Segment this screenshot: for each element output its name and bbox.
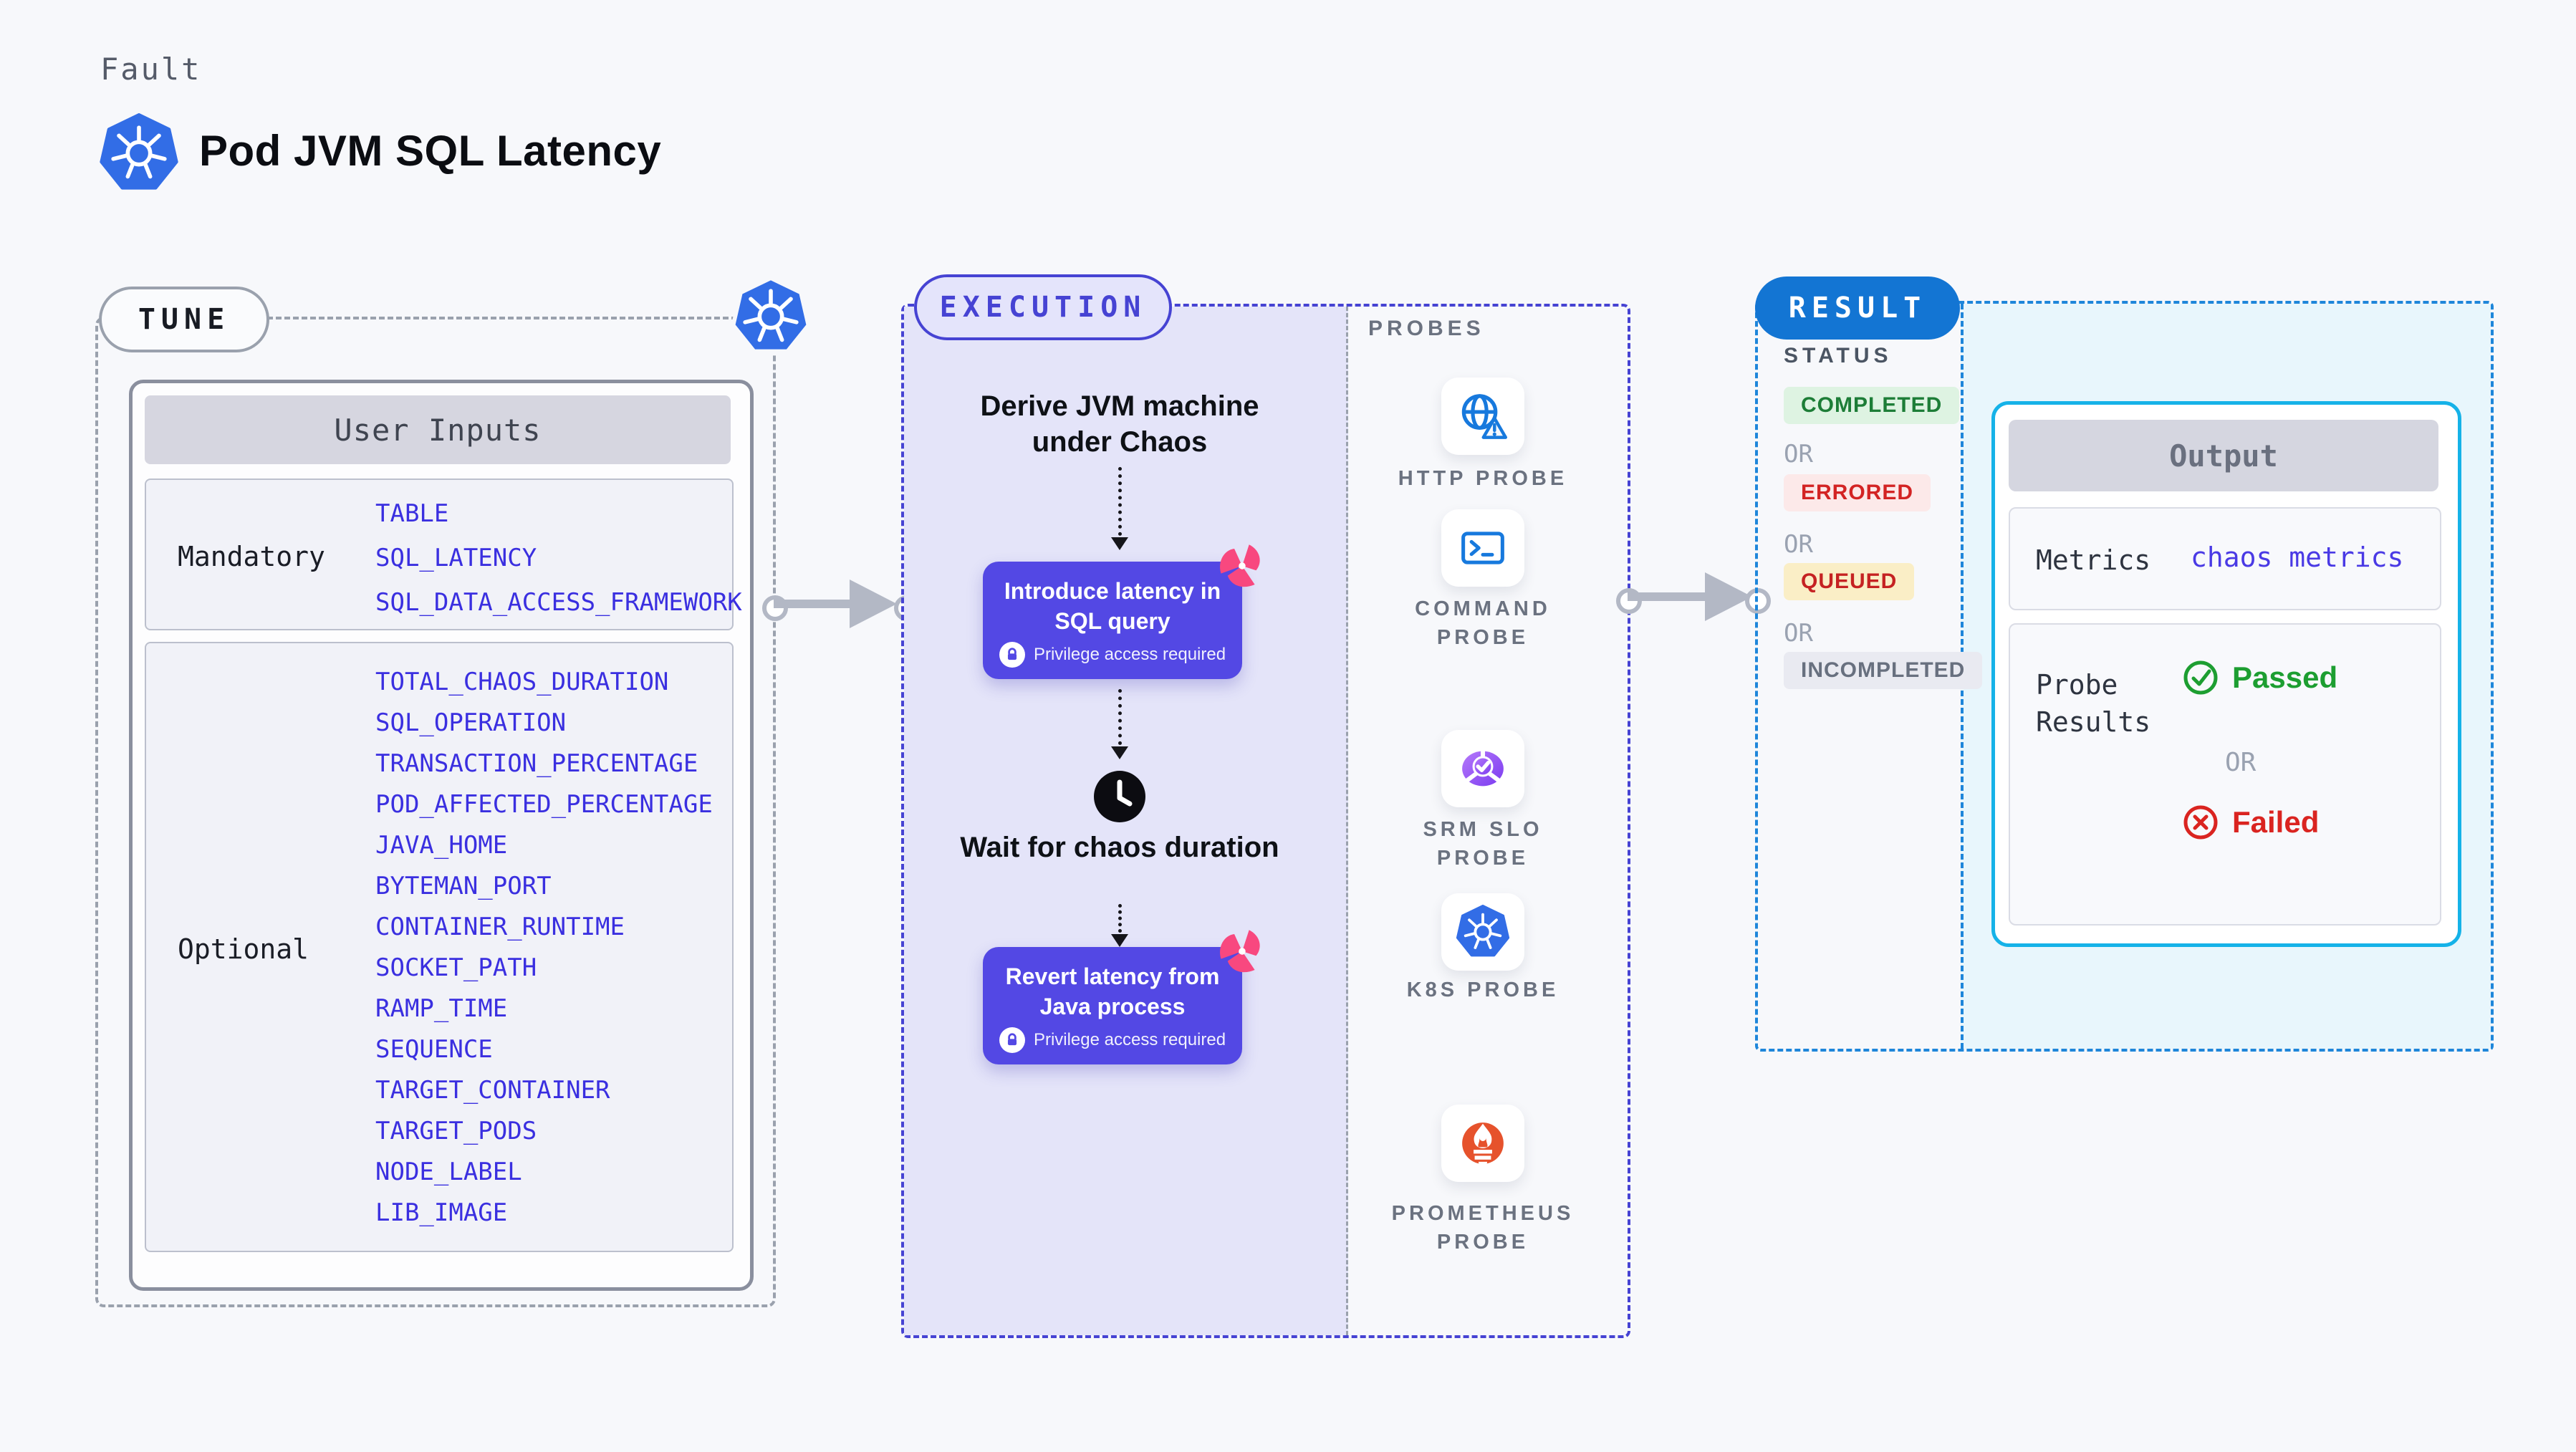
metrics-row: Metrics chaos metrics bbox=[2009, 507, 2441, 610]
input-variable: CONTAINER_RUNTIME bbox=[375, 913, 625, 941]
chaos-pinwheel-icon bbox=[1220, 930, 1260, 973]
flow-arrow bbox=[1628, 592, 1708, 601]
wait-step-text: Wait for chaos duration bbox=[960, 832, 1279, 863]
tune-pill: TUNE bbox=[99, 287, 269, 352]
kubernetes-icon bbox=[1456, 905, 1510, 957]
derive-step-text: Derive JVM machine under Chaos bbox=[980, 390, 1259, 458]
metrics-value: chaos metrics bbox=[2191, 542, 2404, 573]
status-badge-incompleted: INCOMPLETED bbox=[1784, 652, 1983, 689]
fault-eyebrow: Fault bbox=[100, 52, 202, 87]
input-variable: SOCKET_PATH bbox=[375, 953, 537, 982]
dotted-connector bbox=[1118, 689, 1122, 745]
probe-name: HTTP PROBE bbox=[1398, 467, 1568, 490]
mandatory-row: Mandatory TABLE SQL_LATENCY SQL_DATA_ACCES… bbox=[145, 479, 742, 630]
privilege-note: Privilege access required bbox=[983, 642, 1242, 668]
privilege-note: Privilege access required bbox=[983, 1027, 1242, 1053]
result-pill: RESULT bbox=[1755, 277, 1960, 340]
flow-arrow-head bbox=[850, 580, 897, 628]
status-badge-errored: ERRORED bbox=[1784, 474, 1931, 511]
input-variable: TARGET_PODS bbox=[375, 1117, 537, 1145]
slo-gauge-icon bbox=[1462, 749, 1504, 787]
probes-label: PROBES bbox=[1368, 317, 1485, 340]
probe-card-srm-slo bbox=[1441, 730, 1524, 807]
chaos-step-title: Introduce latency in SQL query bbox=[1004, 578, 1221, 634]
globe-alert-icon bbox=[1461, 394, 1508, 439]
input-variable: TOTAL_CHAOS_DURATION bbox=[375, 668, 669, 696]
chaos-pinwheel-icon bbox=[1220, 544, 1260, 587]
lock-icon bbox=[999, 642, 1025, 668]
input-variable: SEQUENCE bbox=[375, 1035, 493, 1064]
mandatory-values: TABLE SQL_LATENCY SQL_DATA_ACCESS_FRAMEWOR… bbox=[375, 491, 742, 625]
chaos-step-title: Revert latency from Java process bbox=[1005, 963, 1220, 1019]
dotted-connector bbox=[1118, 467, 1122, 536]
check-circle-icon bbox=[2183, 660, 2218, 695]
input-variable: LIB_IMAGE bbox=[375, 1198, 508, 1227]
failed-result: Failed bbox=[2182, 804, 2319, 841]
dotted-arrow-head bbox=[1111, 537, 1128, 550]
dotted-connector bbox=[1118, 904, 1122, 933]
probe-card-command bbox=[1441, 509, 1524, 587]
input-variable: BYTEMAN_PORT bbox=[375, 872, 552, 900]
status-badge-queued: QUEUED bbox=[1784, 563, 1915, 600]
or-separator: OR bbox=[1784, 530, 1813, 559]
input-variable: TABLE bbox=[375, 499, 449, 528]
probe-card-prometheus bbox=[1441, 1105, 1524, 1182]
flow-arrow bbox=[774, 600, 852, 608]
input-variable: TARGET_CONTAINER bbox=[375, 1076, 610, 1105]
flow-arrow-head bbox=[1705, 572, 1752, 621]
user-inputs-header: User Inputs bbox=[145, 395, 731, 464]
probe-results-label: Probe Results bbox=[2036, 669, 2151, 738]
tune-section-box bbox=[95, 317, 776, 1307]
probe-name: SRM SLO PROBE bbox=[1423, 818, 1543, 870]
probe-name: COMMAND PROBE bbox=[1415, 597, 1551, 649]
kubernetes-icon bbox=[100, 113, 178, 190]
dotted-arrow-head bbox=[1111, 746, 1128, 759]
status-badge-completed: COMPLETED bbox=[1784, 387, 1960, 424]
execution-pill: EXECUTION bbox=[914, 274, 1172, 340]
probe-results-row: Probe Results Passed OR Failed bbox=[2009, 623, 2441, 925]
prometheus-icon bbox=[1462, 1122, 1504, 1166]
or-separator: OR bbox=[2225, 748, 2257, 777]
input-variable: SQL_LATENCY bbox=[375, 544, 537, 572]
connector-dot bbox=[1745, 588, 1771, 614]
clock-icon bbox=[1094, 771, 1145, 822]
chaos-step-node: Revert latency from Java process Privile… bbox=[983, 947, 1242, 1064]
input-variable: SQL_DATA_ACCESS_FRAMEWORK bbox=[375, 588, 742, 617]
optional-row: Optional TOTAL_CHAOS_DURATION SQL_OPERATI… bbox=[145, 642, 734, 1252]
passed-result: Passed bbox=[2182, 659, 2337, 696]
dotted-arrow-head bbox=[1111, 934, 1128, 947]
input-variable: NODE_LABEL bbox=[375, 1158, 522, 1186]
input-variable: POD_AFFECTED_PERCENTAGE bbox=[375, 790, 713, 819]
page-title: Pod JVM SQL Latency bbox=[199, 127, 662, 175]
chaos-step-node: Introduce latency in SQL query Privilege… bbox=[983, 562, 1242, 679]
status-label: STATUS bbox=[1784, 344, 1893, 367]
mandatory-label: Mandatory bbox=[178, 541, 325, 572]
probe-card-k8s bbox=[1441, 893, 1524, 971]
probe-name: K8S PROBE bbox=[1406, 979, 1559, 1001]
kubernetes-icon bbox=[731, 277, 811, 354]
or-separator: OR bbox=[1784, 440, 1813, 468]
input-variable: SQL_OPERATION bbox=[375, 708, 567, 737]
probe-name: PROMETHEUS PROBE bbox=[1391, 1202, 1575, 1254]
optional-label: Optional bbox=[178, 933, 309, 965]
output-header: Output bbox=[2009, 420, 2438, 491]
or-separator: OR bbox=[1784, 619, 1813, 648]
probe-card-http bbox=[1441, 378, 1524, 455]
metrics-label: Metrics bbox=[2036, 544, 2151, 576]
input-variable: RAMP_TIME bbox=[375, 994, 508, 1023]
input-variable: TRANSACTION_PERCENTAGE bbox=[375, 749, 698, 778]
terminal-icon bbox=[1461, 532, 1504, 564]
optional-values: TOTAL_CHAOS_DURATION SQL_OPERATION TRANSAC… bbox=[375, 662, 713, 1234]
x-circle-icon bbox=[2183, 805, 2218, 840]
lock-icon bbox=[999, 1027, 1025, 1053]
input-variable: JAVA_HOME bbox=[375, 831, 508, 860]
